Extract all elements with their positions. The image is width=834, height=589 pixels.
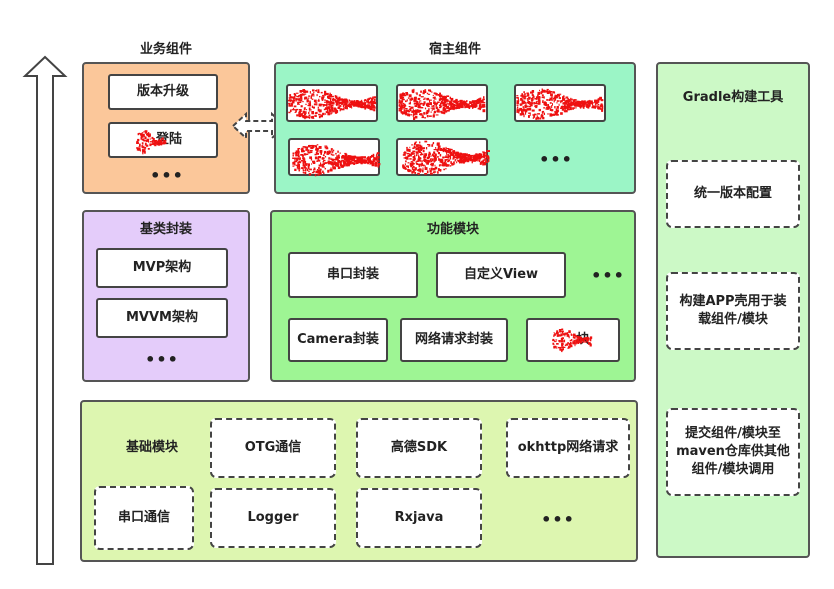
serial-wrap-box: 串口封装 xyxy=(288,252,418,298)
host-item-4 xyxy=(288,138,380,176)
gradle-panel: Gradle构建工具 统一版本配置 构建APP壳用于装载组件/模块 提交组件/模… xyxy=(656,62,810,558)
foundation-modules-panel: 基础模块 OTG通信 高德SDK okhttp网络请求 串口通信 Logger … xyxy=(80,400,638,562)
base-wrap-panel: 基类封装 MVP架构 MVVM架构 ••• xyxy=(82,210,250,382)
mvvm-box: MVVM架构 xyxy=(96,298,228,338)
host-components-panel: ••• xyxy=(274,62,636,194)
function-modules-title: 功能模块 xyxy=(426,222,479,237)
host-item-5 xyxy=(396,138,488,176)
base-wrap-title: 基类封装 xyxy=(139,222,192,237)
host-item-1 xyxy=(286,84,378,122)
host-more: ••• xyxy=(539,150,573,169)
mvp-box: MVP架构 xyxy=(96,248,228,288)
foundation-more: ••• xyxy=(541,510,575,529)
redacted-module-label: 块 xyxy=(576,332,590,347)
network-request-wrap-box: 网络请求封装 xyxy=(400,318,508,362)
camera-wrap-box: Camera封装 xyxy=(288,318,388,362)
business-components-panel: 版本升级 登陆 ••• xyxy=(82,62,250,194)
business-more: ••• xyxy=(150,166,184,185)
host-item-3 xyxy=(514,84,606,122)
build-app-shell-box: 构建APP壳用于装载组件/模块 xyxy=(666,272,800,350)
login-label: 登陆 xyxy=(155,132,182,147)
base-wrap-more: ••• xyxy=(145,350,179,369)
business-components-title: 业务组件 xyxy=(139,42,192,57)
custom-view-box: 自定义View xyxy=(436,252,566,298)
function-more: ••• xyxy=(591,266,625,285)
publish-maven-box: 提交组件/模块至maven仓库供其他组件/模块调用 xyxy=(666,408,800,496)
otg-box: OTG通信 xyxy=(210,418,336,478)
vertical-arrow xyxy=(22,55,68,565)
logger-box: Logger xyxy=(210,488,336,548)
login-box: 登陆 xyxy=(108,122,218,158)
redacted-module-box: 块 xyxy=(526,318,620,362)
host-components-title: 宿主组件 xyxy=(428,42,481,57)
rxjava-box: Rxjava xyxy=(356,488,482,548)
unified-version-config-box: 统一版本配置 xyxy=(666,160,800,228)
gradle-title: Gradle构建工具 xyxy=(682,90,784,105)
function-modules-panel: 功能模块 串口封装 自定义View ••• Camera封装 网络请求封装 块 xyxy=(270,210,636,382)
foundation-modules-title: 基础模块 xyxy=(125,440,178,455)
amap-sdk-box: 高德SDK xyxy=(356,418,482,478)
okhttp-box: okhttp网络请求 xyxy=(506,418,630,478)
serial-comm-box: 串口通信 xyxy=(94,486,194,550)
host-item-2 xyxy=(396,84,488,122)
version-upgrade-box: 版本升级 xyxy=(108,74,218,110)
